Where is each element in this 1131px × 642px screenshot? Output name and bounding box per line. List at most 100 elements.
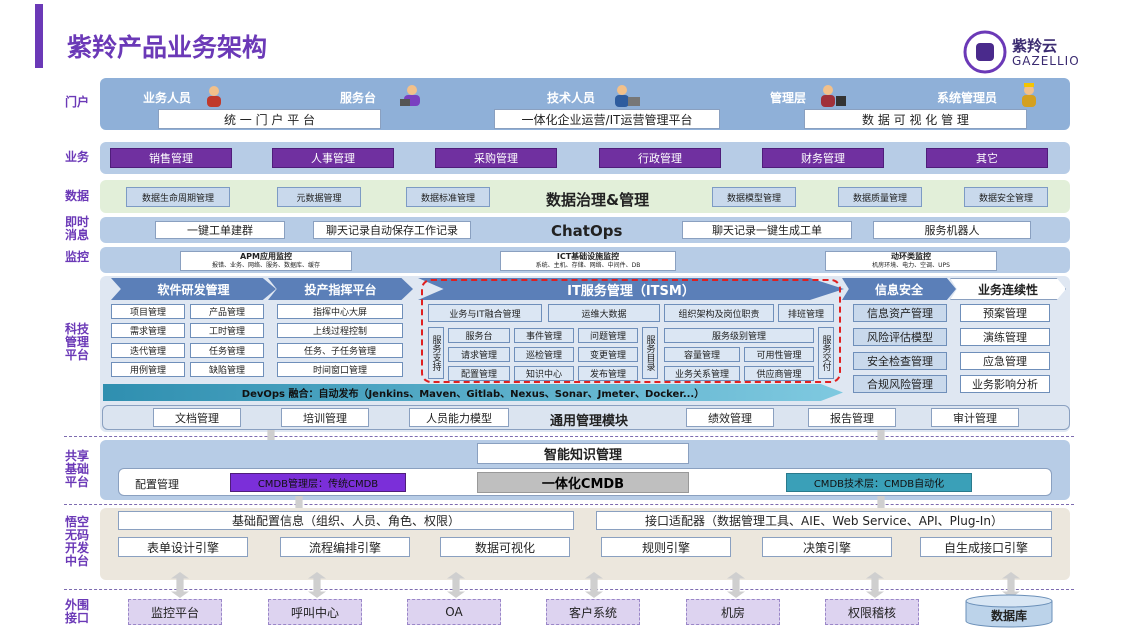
- engine-rule[interactable]: 规则引擎: [601, 537, 731, 557]
- sec-check[interactable]: 安全检查管理: [853, 352, 947, 370]
- monitor-apm[interactable]: APM应用监控 报错、业务、网络、服务、数据库、缓存: [180, 251, 352, 271]
- knowledge-mgmt[interactable]: 智能知识管理: [477, 443, 689, 464]
- chevron-continuity[interactable]: 业务连续性: [950, 278, 1066, 300]
- itsm-brm[interactable]: 业务关系管理: [664, 366, 740, 381]
- ext-oa[interactable]: OA: [407, 599, 501, 625]
- itsm-sla[interactable]: 服务级别管理: [664, 328, 814, 343]
- biz-hr[interactable]: 人事管理: [272, 148, 394, 168]
- engine-visual[interactable]: 数据可视化: [440, 537, 570, 557]
- business-band: [100, 142, 1070, 174]
- ext-datacenter[interactable]: 机房: [686, 599, 780, 625]
- biz-other[interactable]: 其它: [926, 148, 1048, 168]
- ext-audit[interactable]: 权限稽核: [825, 599, 919, 625]
- common-training[interactable]: 培训管理: [281, 408, 369, 427]
- common-audit[interactable]: 审计管理: [931, 408, 1019, 427]
- row-label-shared: 共享基础平台: [64, 449, 89, 489]
- sec-asset[interactable]: 信息资产管理: [853, 304, 947, 322]
- ext-monitor[interactable]: 监控平台: [128, 599, 222, 625]
- itsm-schedule[interactable]: 排班管理: [778, 304, 834, 322]
- lowcode-base[interactable]: 基础配置信息（组织、人员、角色、权限）: [118, 511, 574, 530]
- common-competency[interactable]: 人员能力模型: [409, 408, 509, 427]
- chevron-security[interactable]: 信息安全: [842, 278, 956, 300]
- monitor-ict[interactable]: ICT基础设施监控 系统、主机、存储、网络、中间件、DB: [500, 251, 676, 271]
- sw-task[interactable]: 任务管理: [190, 343, 264, 358]
- separator: [64, 589, 1074, 590]
- cmdb-tech-layer[interactable]: CMDB技术层：CMDB自动化: [786, 473, 972, 492]
- role-business: 业务人员: [143, 91, 192, 105]
- common-perf[interactable]: 绩效管理: [686, 408, 774, 427]
- sw-iteration[interactable]: 迭代管理: [111, 343, 185, 358]
- data-security[interactable]: 数据安全管理: [964, 187, 1048, 207]
- engine-flow[interactable]: 流程编排引擎: [280, 537, 410, 557]
- engine-decision[interactable]: 决策引擎: [762, 537, 892, 557]
- sec-compliance[interactable]: 合规风险管理: [853, 375, 947, 393]
- bc-drill[interactable]: 演练管理: [960, 328, 1050, 346]
- itsm-support[interactable]: 服务支持: [428, 327, 444, 379]
- portal-unified-box[interactable]: 统 一 门 户 平 台: [158, 109, 381, 129]
- bc-impact[interactable]: 业务影响分析: [960, 375, 1050, 393]
- portal-visual-box[interactable]: 数 据 可 视 化 管 理: [804, 109, 1027, 129]
- cmdb-mgmt-layer[interactable]: CMDB管理层：传统CMDB: [230, 473, 406, 492]
- common-doc[interactable]: 文档管理: [153, 408, 241, 427]
- itsm-change[interactable]: 变更管理: [578, 347, 638, 362]
- data-model[interactable]: 数据模型管理: [712, 187, 796, 207]
- chevron-ops[interactable]: 投产指挥平台: [268, 278, 413, 300]
- monitor-env[interactable]: 动环类监控 机房环境、电力、空调、UPS: [825, 251, 997, 271]
- itsm-release[interactable]: 发布管理: [578, 366, 638, 381]
- im-group[interactable]: 一键工单建群: [155, 221, 285, 239]
- common-report[interactable]: 报告管理: [808, 408, 896, 427]
- itsm-vendor[interactable]: 供应商管理: [744, 366, 814, 381]
- role-management: 管理层: [770, 91, 807, 105]
- biz-finance[interactable]: 财务管理: [762, 148, 884, 168]
- data-lifecycle[interactable]: 数据生命周期管理: [126, 187, 230, 207]
- cmdb-unified[interactable]: 一体化CMDB: [477, 472, 689, 493]
- sw-product[interactable]: 产品管理: [190, 304, 264, 319]
- itsm-bigdata[interactable]: 运维大数据: [548, 304, 660, 322]
- sw-requirement[interactable]: 需求管理: [111, 323, 185, 338]
- sw-testcase[interactable]: 用例管理: [111, 362, 185, 377]
- data-standard[interactable]: 数据标准管理: [406, 187, 490, 207]
- itsm-config[interactable]: 配置管理: [448, 366, 510, 381]
- chevron-itsm[interactable]: IT服务管理（ITSM）: [418, 278, 844, 300]
- ops-bigscreen[interactable]: 指挥中心大屏: [277, 304, 403, 319]
- engine-form[interactable]: 表单设计引擎: [118, 537, 248, 557]
- sw-worktime[interactable]: 工时管理: [190, 323, 264, 338]
- itsm-incident[interactable]: 事件管理: [514, 328, 574, 343]
- sw-project[interactable]: 项目管理: [111, 304, 185, 319]
- data-metadata[interactable]: 元数据管理: [277, 187, 361, 207]
- im-bot[interactable]: 服务机器人: [873, 221, 1031, 239]
- bc-plan[interactable]: 预案管理: [960, 304, 1050, 322]
- itsm-org[interactable]: 组织架构及岗位职责: [664, 304, 774, 322]
- itsm-delivery[interactable]: 服务交付: [818, 327, 834, 379]
- itsm-problem[interactable]: 问题管理: [578, 328, 638, 343]
- sw-defect[interactable]: 缺陷管理: [190, 362, 264, 377]
- itsm-catalog[interactable]: 服务目录: [642, 327, 658, 379]
- itsm-desk[interactable]: 服务台: [448, 328, 510, 343]
- itsm-capacity[interactable]: 容量管理: [664, 347, 740, 362]
- bc-emergency[interactable]: 应急管理: [960, 352, 1050, 370]
- biz-admin[interactable]: 行政管理: [599, 148, 721, 168]
- ext-customer[interactable]: 客户系统: [546, 599, 640, 625]
- itsm-bizit[interactable]: 业务与IT融合管理: [428, 304, 542, 322]
- itsm-request[interactable]: 请求管理: [448, 347, 510, 362]
- im-ticket[interactable]: 聊天记录一键生成工单: [682, 221, 852, 239]
- ext-callcenter[interactable]: 呼叫中心: [268, 599, 362, 625]
- devops-bar[interactable]: DevOps 融合：自动发布（Jenkins、Maven、Gitlab、Nexu…: [103, 384, 843, 401]
- biz-purchase[interactable]: 采购管理: [435, 148, 557, 168]
- itsm-knowledge[interactable]: 知识中心: [514, 366, 574, 381]
- chevron-software[interactable]: 软件研发管理: [111, 278, 276, 300]
- data-quality[interactable]: 数据质量管理: [838, 187, 922, 207]
- lowcode-adapter[interactable]: 接口适配器（数据管理工具、AIE、Web Service、API、Plug-In…: [596, 511, 1052, 530]
- im-save-log[interactable]: 聊天记录自动保存工作记录: [313, 221, 471, 239]
- sec-risk[interactable]: 风险评估模型: [853, 328, 947, 346]
- title-accent-bar: [35, 4, 43, 68]
- itsm-patrol[interactable]: 巡检管理: [514, 347, 574, 362]
- portal-ops-box[interactable]: 一体化企业运营/IT运营管理平台: [494, 109, 720, 129]
- engine-api[interactable]: 自生成接口引擎: [920, 537, 1052, 557]
- ops-window[interactable]: 时间窗口管理: [277, 362, 403, 377]
- ops-tasks[interactable]: 任务、子任务管理: [277, 343, 403, 358]
- database-icon[interactable]: 数据库: [964, 594, 1054, 628]
- itsm-availability[interactable]: 可用性管理: [744, 347, 814, 362]
- biz-sales[interactable]: 销售管理: [110, 148, 232, 168]
- ops-process[interactable]: 上线过程控制: [277, 323, 403, 338]
